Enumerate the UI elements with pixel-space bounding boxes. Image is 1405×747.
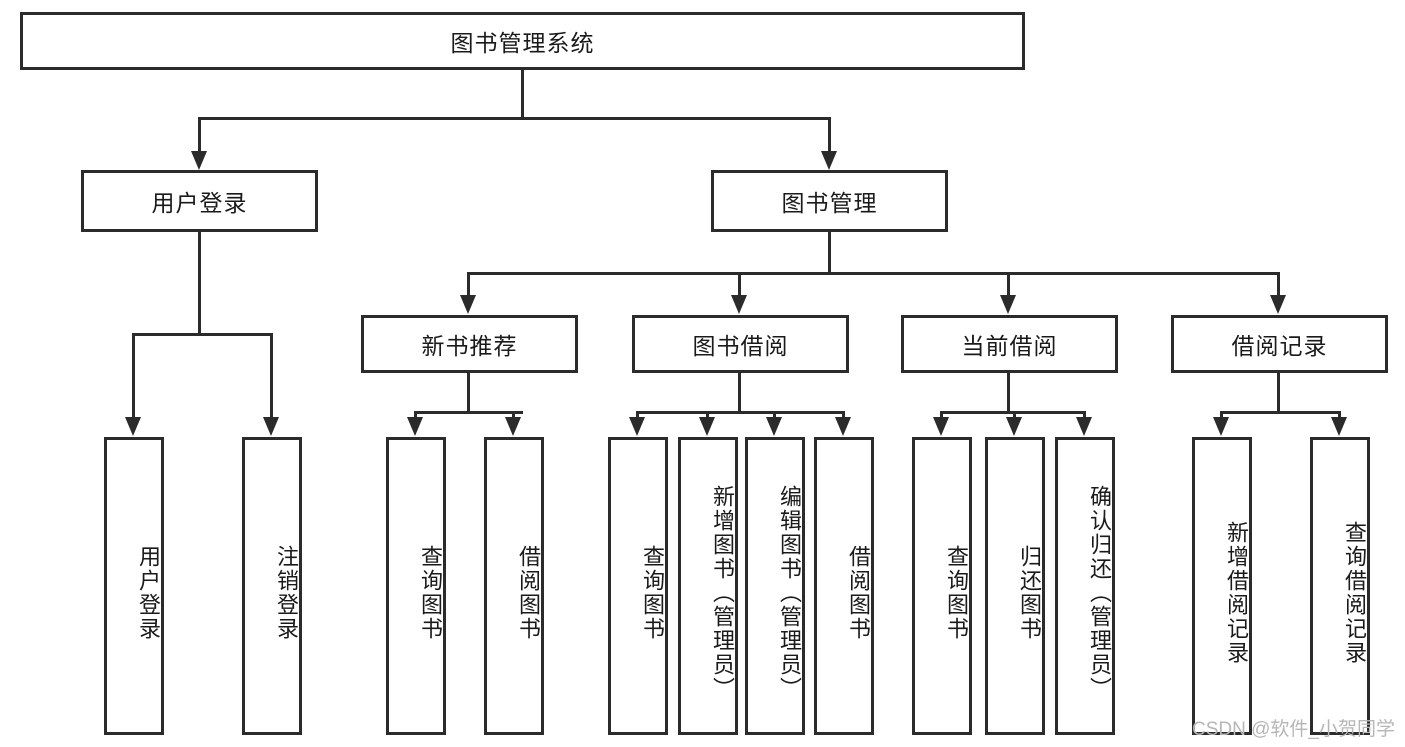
connector-arrowhead (731, 295, 747, 314)
node-current-borrow[interactable]: 当前借阅 (901, 315, 1118, 373)
connector-segment (637, 411, 844, 414)
leaf-leaf-confirm-return-admin[interactable]: 确认归还（管理员） (1055, 437, 1115, 735)
connector-segment (512, 411, 515, 417)
node-user-login[interactable]: 用户登录 (81, 170, 318, 232)
node-label: 查询图书 (944, 545, 969, 641)
node-label: 当前借阅 (961, 333, 1058, 359)
node-label: 借阅图书 (516, 545, 541, 641)
connector-segment (1013, 411, 1016, 417)
connector-segment (941, 411, 1084, 414)
node-label: 新增借阅记录 (1224, 521, 1249, 665)
node-label: 查询图书 (418, 545, 443, 641)
connector-segment (706, 411, 709, 417)
connector-arrowhead (933, 417, 949, 436)
connector-segment (1007, 373, 1010, 411)
connector-segment (199, 117, 831, 120)
node-label: 查询借阅记录 (1342, 521, 1367, 665)
connector-segment (467, 272, 470, 295)
connector-arrowhead (835, 417, 851, 436)
connector-segment (521, 70, 524, 117)
node-borrow-record[interactable]: 借阅记录 (1171, 315, 1388, 373)
connector-segment (415, 411, 523, 414)
connector-segment (1007, 272, 1010, 295)
connector-arrowhead (263, 417, 279, 436)
watermark: CSDN @软件_小贺同学 (1192, 719, 1395, 740)
connector-segment (133, 333, 273, 336)
node-label: 图书借阅 (692, 333, 789, 359)
connector-segment (1083, 411, 1086, 417)
leaf-leaf-query-book-borrow[interactable]: 查询图书 (608, 437, 668, 735)
connector-arrowhead (699, 417, 715, 436)
connector-segment (738, 373, 741, 411)
node-new-book-recommend[interactable]: 新书推荐 (361, 315, 578, 373)
connector-arrowhead (505, 417, 521, 436)
leaf-leaf-query-borrow-record[interactable]: 查询借阅记录 (1310, 437, 1370, 735)
node-root[interactable]: 图书管理系统 (20, 12, 1025, 70)
connector-segment (738, 272, 741, 295)
connector-arrowhead (1006, 417, 1022, 436)
leaf-leaf-edit-book-admin[interactable]: 编辑图书（管理员） (745, 437, 805, 735)
connector-arrowhead (766, 417, 782, 436)
leaf-leaf-return-book[interactable]: 归还图书 (985, 437, 1045, 735)
connector-segment (198, 232, 201, 333)
connector-segment (1277, 272, 1280, 295)
node-label: 查询图书 (640, 545, 665, 641)
connector-segment (828, 117, 831, 151)
connector-arrowhead (821, 151, 837, 170)
node-label: 归还图书 (1017, 545, 1042, 641)
connector-segment (636, 411, 639, 417)
connector-segment (198, 117, 201, 151)
connector-arrowhead (1331, 417, 1347, 436)
connector-segment (1277, 373, 1280, 411)
leaf-leaf-borrow-book[interactable]: 借阅图书 (814, 437, 874, 735)
connector-segment (1221, 411, 1339, 414)
connector-arrowhead (1076, 417, 1092, 436)
connector-arrowhead (460, 295, 476, 314)
node-label: 注销登录 (274, 545, 299, 641)
leaf-leaf-user-login[interactable]: 用户登录 (104, 437, 164, 735)
connector-segment (1220, 411, 1223, 417)
leaf-leaf-user-logout[interactable]: 注销登录 (242, 437, 302, 735)
leaf-leaf-query-book-current[interactable]: 查询图书 (912, 437, 972, 735)
leaf-leaf-add-book-admin[interactable]: 新增图书（管理员） (678, 437, 738, 735)
connector-arrowhead (1270, 295, 1286, 314)
connector-segment (828, 232, 831, 272)
leaf-leaf-borrow-book-recommend[interactable]: 借阅图书 (484, 437, 544, 735)
node-label: 新增图书（管理员） (710, 485, 735, 701)
connector-segment (940, 411, 943, 417)
node-label: 新书推荐 (421, 333, 518, 359)
connector-segment (842, 411, 845, 417)
node-label: 图书管理 (781, 190, 878, 216)
node-label: 确认归还（管理员） (1087, 485, 1112, 701)
node-label: 借阅图书 (846, 545, 871, 641)
node-book-management[interactable]: 图书管理 (711, 170, 948, 232)
connector-segment (468, 272, 1279, 275)
connector-arrowhead (1000, 295, 1016, 314)
connector-segment (414, 411, 417, 417)
connector-arrowhead (125, 417, 141, 436)
connector-segment (132, 333, 135, 417)
leaf-leaf-query-book-recommend[interactable]: 查询图书 (386, 437, 446, 735)
connector-segment (773, 411, 776, 417)
connector-segment (467, 373, 470, 411)
connector-arrowhead (407, 417, 423, 436)
node-label: 用户登录 (136, 545, 161, 641)
node-book-borrow[interactable]: 图书借阅 (632, 315, 849, 373)
node-label: 借阅记录 (1231, 333, 1328, 359)
node-label: 编辑图书（管理员） (777, 485, 802, 701)
leaf-leaf-add-borrow-record[interactable]: 新增借阅记录 (1192, 437, 1252, 735)
connector-arrowhead (629, 417, 645, 436)
connector-arrowhead (1213, 417, 1229, 436)
connector-segment (270, 333, 273, 417)
connector-segment (1338, 411, 1341, 417)
connector-arrowhead (191, 151, 207, 170)
node-label: 图书管理系统 (450, 30, 595, 56)
node-label: 用户登录 (151, 190, 248, 216)
